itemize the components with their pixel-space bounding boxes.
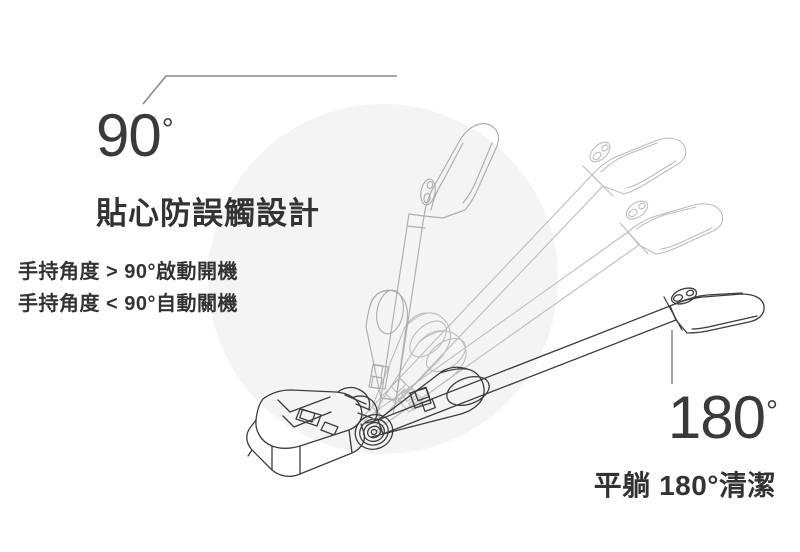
degree-symbol-90: °	[161, 113, 174, 146]
angle-value-90: 90°	[96, 106, 320, 166]
leader-line-90	[142, 75, 397, 105]
vacuum-position-flat-180deg	[365, 287, 765, 438]
callout-90-degree: 90° 貼心防誤觸設計	[96, 106, 320, 233]
callout-180-degree: 180° 平躺 180°清潔	[566, 388, 778, 504]
detail-line-power-off: 手持角度 < 90°自動關機	[18, 293, 239, 316]
vacuum-floor-head	[246, 386, 394, 477]
vacuum-position-upright-90deg	[365, 123, 500, 415]
vacuum-position-reclined-mid-low	[363, 200, 724, 433]
detail-line-power-on: 手持角度 > 90°啟動開機	[18, 261, 239, 283]
headline-90: 貼心防誤觸設計	[96, 196, 320, 231]
headline-180: 平躺 180°清潔	[593, 470, 776, 501]
degree-symbol-180: °	[766, 395, 778, 428]
angle-number-180: 180	[667, 384, 766, 451]
callout-90-details: 手持角度 > 90°啟動開機 手持角度 < 90°自動關機	[18, 256, 238, 321]
angle-number-90: 90	[96, 102, 162, 169]
vacuum-position-reclined-mid-high	[361, 137, 687, 429]
angle-value-180: 180°	[566, 388, 778, 448]
